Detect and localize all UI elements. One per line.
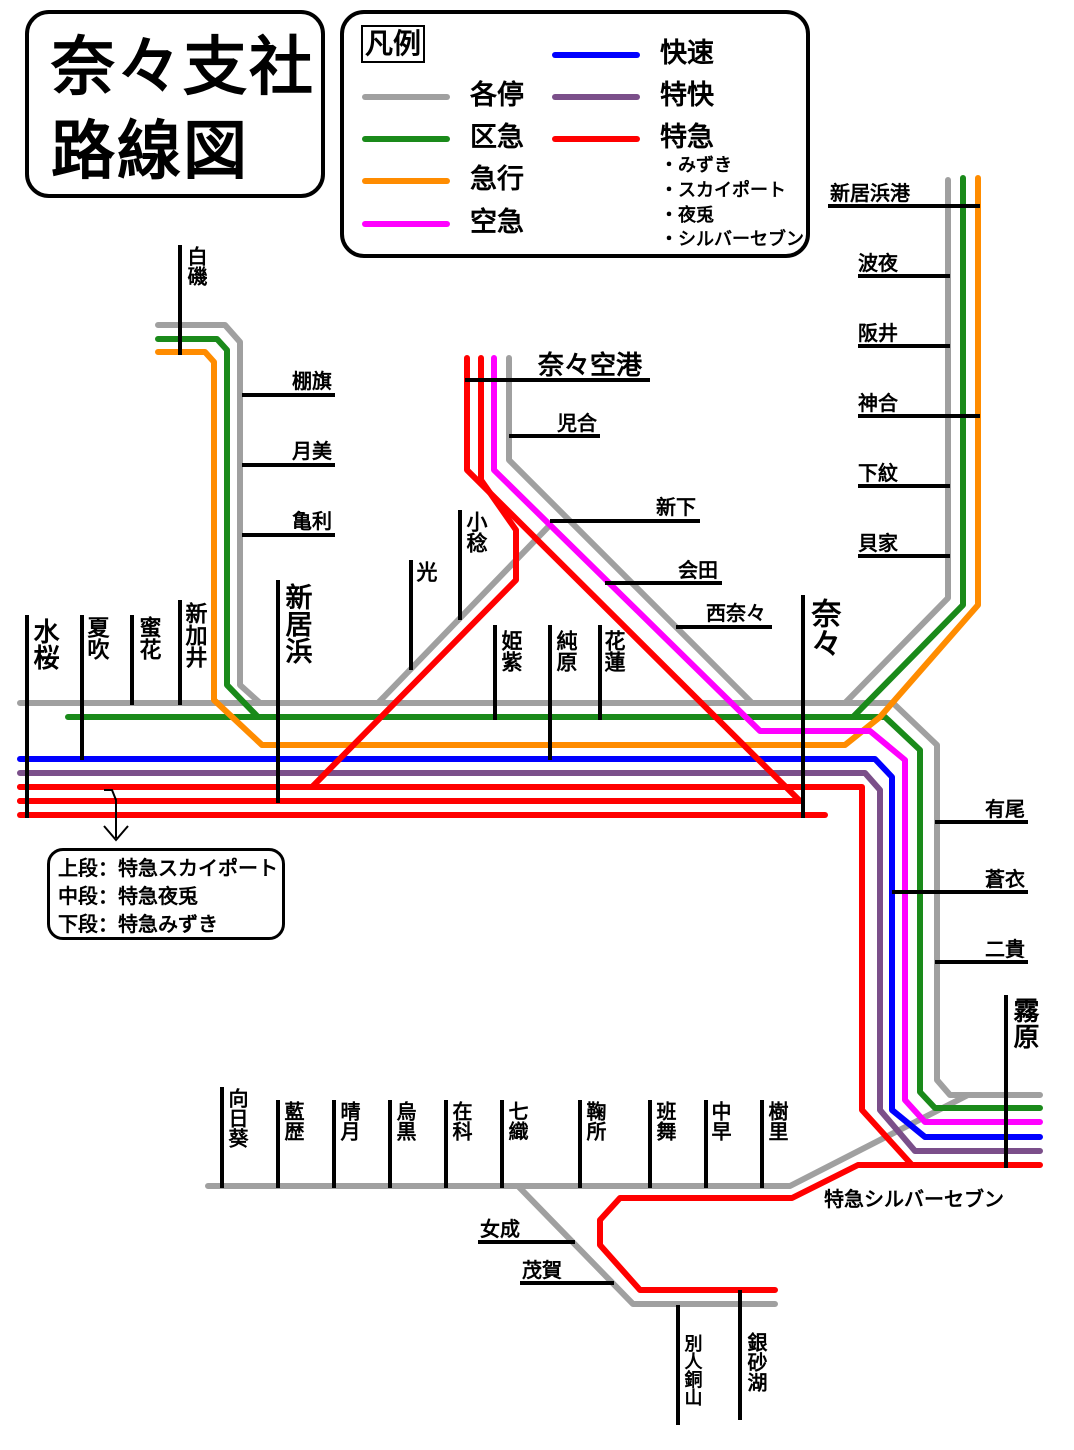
station-aida: 会田 [678,558,718,582]
line-section-express-shiraiso [155,336,261,720]
track-order-note: 上段：特急スカイポート 中段：特急夜兎 下段：特急みずき [47,848,285,940]
title-line1: 奈々支社 [51,31,315,105]
station-betsujin-doyama: 別人銅山 [682,1334,703,1407]
legend-label-limited-express: 特急 [660,122,714,153]
line-express-main [155,349,883,748]
title-line2: 路線図 [51,115,249,189]
station-kameri: 亀利 [292,509,332,533]
station-kaika: 貝家 [858,531,899,555]
station-mariko: 鞠所 [583,1100,607,1142]
legend-swatch-rapid [552,52,640,58]
station-torikuro: 烏黒 [393,1100,417,1142]
title-box: 奈々支社 路線図 [25,10,325,198]
legend-label-rapid: 快速 [660,38,714,69]
station-koai: 児合 [556,411,598,435]
legend: 凡例 各停 区急 急行 空急 快速 特快 特急 ・みずき ・スカイポート ・夜兎… [340,10,810,258]
legend-swatch-limited-express [552,136,640,142]
station-nanaori: 七織 [505,1101,529,1141]
station-jusato: 樹里 [765,1100,789,1141]
station-shiraiso: 白磯 [184,245,208,287]
station-ginsako: 銀砂湖 [744,1331,768,1393]
station-hanni: 阪井 [858,321,898,345]
legend-swatch-section-express [362,136,450,142]
silver-seven-label: 特急シルバーセブン [824,1187,1004,1211]
line-limited-express-silver-seven [17,784,1043,1293]
line-special-rapid [17,770,1043,1154]
station-natsubuki: 夏吹 [84,616,110,661]
station-shinihama: 新居浜 [281,582,313,665]
station-mizusakura: 水桜 [29,618,59,671]
legend-label-airport-express: 空急 [470,207,524,238]
legend-swatch-airport-express [362,221,450,227]
station-kiribara: 霧原 [1009,997,1039,1050]
station-zaika: 在科 [449,1100,473,1141]
station-onanari: 女成 [480,1217,520,1241]
station-airekki: 藍歴 [281,1100,305,1142]
station-himemurasaki: 姫紫 [499,629,523,672]
station-nana-airport: 奈々空港 [537,350,643,381]
station-shinkanai: 新加井 [182,601,209,669]
station-himawari: 向日葵 [225,1087,249,1149]
legend-sub-yato: ・夜兎 [660,205,714,226]
station-junbara: 純原 [554,629,578,672]
legend-swatch-local [362,94,450,100]
station-hanahasu: 花蓮 [602,629,626,673]
line-express-port [877,175,981,720]
station-ario: 有尾 [985,797,1025,821]
station-mitsuhana: 蜜花 [136,615,162,660]
station-nitaka: 二貴 [985,937,1025,961]
station-tanahata: 棚旗 [292,369,332,393]
legend-sub-skyport: ・スカイポート [660,180,786,201]
station-hayo: 波夜 [858,251,899,275]
station-kominori: 小稔 [464,511,488,554]
line-airport-express [491,355,1043,1125]
line-local-port [842,177,951,706]
station-shinshita: 新下 [656,495,696,519]
legend-sub-mizuki: ・みずき [660,155,732,176]
legend-label-special-rapid: 特快 [660,80,714,111]
line-local-airport [506,355,755,706]
station-shinihamako: 新居浜港 [830,181,911,205]
station-hanmai: 班舞 [653,1101,677,1142]
line-section-express-port [850,175,966,720]
line-rapid [17,756,1043,1140]
line-local-hikari [375,522,553,706]
legend-sub-silver-seven: ・シルバーセブン [660,229,804,250]
note-arrow-icon [103,789,129,842]
station-aoi: 蒼衣 [985,867,1025,891]
station-shimomon: 下紋 [858,461,898,485]
station-nishinana: 西奈々 [706,601,766,625]
station-nakahaya: 中早 [708,1100,732,1142]
line-limited-express-skyport [17,355,519,790]
station-moga: 茂賀 [522,1258,562,1282]
legend-label-express: 急行 [470,164,524,195]
legend-label-local: 各停 [470,80,524,111]
legend-label-section-express: 区急 [470,122,524,153]
station-nana: 奈々 [806,598,843,658]
legend-swatch-express [362,178,450,184]
legend-heading: 凡例 [361,25,426,63]
note-lower: 下段：特急みずき [58,912,218,936]
note-middle: 中段：特急夜兎 [58,884,198,908]
line-local-shiraiso [155,322,263,706]
station-haretsuki: 晴月 [337,1100,361,1142]
legend-swatch-special-rapid [552,94,640,100]
station-tsukimi: 月美 [291,439,333,463]
station-hikari: 光 [414,561,439,583]
note-upper: 上段：特急スカイポート [58,856,278,880]
line-local-branch [515,1183,778,1307]
station-kamiai: 神合 [858,391,899,415]
